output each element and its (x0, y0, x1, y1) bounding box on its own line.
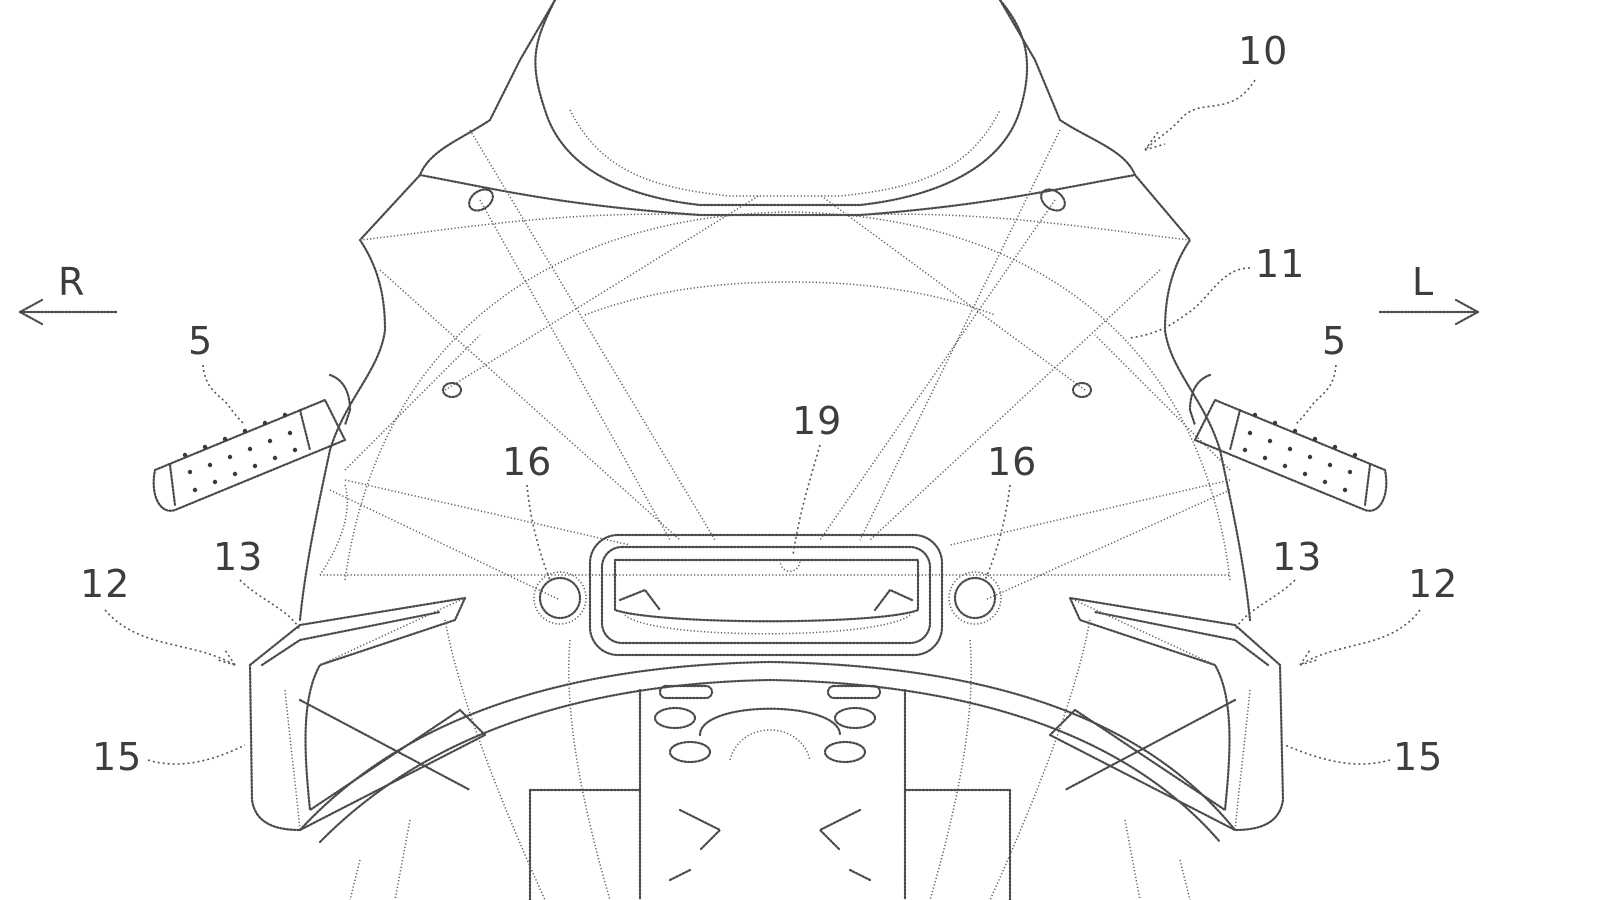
label-right-indicator: 16 (502, 440, 553, 484)
direction-left: L (1412, 260, 1435, 304)
indicator-lights (533, 571, 1002, 625)
label-left-13: 13 (1272, 535, 1323, 579)
windscreen (534, 0, 1029, 207)
right-side-unit (248, 596, 487, 832)
mount-holes (441, 188, 1093, 399)
label-left-15: 15 (1393, 735, 1444, 779)
label-vehicle: 10 (1238, 29, 1289, 73)
lower-front (298, 619, 1237, 900)
leader-lines (104, 79, 1421, 765)
label-left-grip: 5 (1322, 319, 1348, 363)
upper-cowl (298, 0, 1252, 622)
label-cowl: 11 (1255, 242, 1306, 286)
label-right-unit: 12 (80, 562, 131, 606)
left-grip (1188, 373, 1388, 512)
direction-right: R (58, 260, 86, 304)
meter-unit (588, 533, 944, 657)
label-right-13: 13 (213, 535, 264, 579)
meter-arcs (319, 211, 1231, 581)
label-right-15: 15 (92, 735, 143, 779)
left-side-unit (1048, 596, 1285, 832)
sight-lines (329, 129, 1231, 601)
label-right-grip: 5 (188, 319, 214, 363)
label-meter: 19 (792, 399, 843, 443)
right-grip (152, 373, 352, 512)
label-left-indicator: 16 (987, 440, 1038, 484)
label-left-unit: 12 (1408, 562, 1459, 606)
direction-arrows (18, 298, 1480, 326)
